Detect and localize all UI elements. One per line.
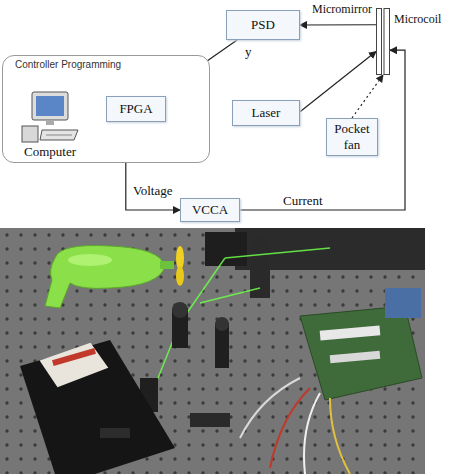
signal-label: Current bbox=[282, 194, 324, 208]
controller-panel: Controller ProgrammingComputer FPGA bbox=[2, 55, 210, 163]
optical-table bbox=[0, 228, 425, 474]
process-box: PSD bbox=[226, 10, 300, 40]
connector bbox=[352, 75, 383, 118]
connector bbox=[300, 52, 376, 112]
computer-symbol bbox=[18, 90, 82, 144]
node-label: VCCA bbox=[192, 202, 228, 218]
node-label: PSD bbox=[251, 17, 275, 33]
process-box: FPGA bbox=[106, 96, 166, 122]
process-box: Laser bbox=[232, 100, 300, 126]
lab-photo bbox=[0, 228, 425, 474]
node-label: Laser bbox=[252, 105, 281, 121]
laser-unit bbox=[20, 340, 175, 474]
micromirror-device: MicromirrorMicrocoil bbox=[376, 8, 390, 75]
connector bbox=[300, 24, 376, 25]
signal-label: Voltage bbox=[132, 184, 173, 198]
circuit-board bbox=[240, 288, 422, 474]
node-label: Pocket fan bbox=[333, 121, 371, 153]
node-label: Micromirror bbox=[312, 2, 372, 17]
process-box: Pocket fan bbox=[326, 118, 378, 156]
computer-icon: Computer bbox=[15, 78, 85, 160]
pocket-fan bbox=[45, 246, 184, 309]
micromirror-symbol bbox=[376, 8, 390, 75]
signal-label: y bbox=[244, 45, 253, 59]
node-label: Microcoil bbox=[394, 12, 441, 27]
node-label: Computer bbox=[24, 144, 76, 160]
panel-heading: Controller Programming bbox=[15, 59, 121, 70]
node-label: FPGA bbox=[119, 101, 152, 117]
mount-block bbox=[205, 232, 247, 266]
process-box: VCCA bbox=[180, 198, 240, 222]
